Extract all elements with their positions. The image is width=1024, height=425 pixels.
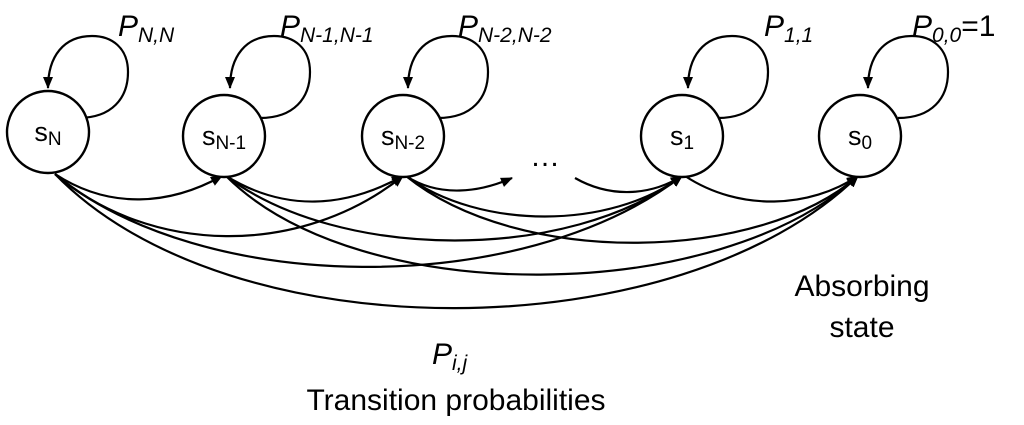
- svg-text:s0: s0: [848, 121, 872, 154]
- self-loop-s0: [863, 34, 950, 120]
- label-p-N2N2: PN-2,N-2: [458, 10, 552, 47]
- label-p-11-base: P: [764, 10, 784, 43]
- node-sN-base: s: [34, 117, 48, 147]
- arc-sN-to-sN2: [54, 173, 404, 238]
- node-s0-base: s: [848, 121, 862, 151]
- label-p-N1N1-base: P: [280, 10, 300, 43]
- label-p-00: P0,0=1: [912, 10, 995, 47]
- label-p-ij: Pi,j: [432, 338, 469, 375]
- self-loop-sN2: [403, 34, 490, 120]
- node-sN-1: sN-1: [181, 93, 267, 179]
- arc-sN-to-s1: [54, 173, 683, 268]
- label-p-ij-sub: i,j: [452, 352, 469, 375]
- arc-s1-to-s0: [684, 175, 859, 203]
- label-p-N2N2-sub: N-2,N-2: [478, 24, 552, 47]
- self-loop-s1: [683, 34, 770, 120]
- svg-text:s1: s1: [670, 121, 694, 154]
- arc-sN2-to-s0: [405, 175, 859, 244]
- node-s1: s1: [639, 93, 725, 179]
- label-p-00-base: P: [912, 10, 932, 43]
- absorbing-caption-line2: state: [829, 311, 894, 344]
- self-loop-sN1: [225, 34, 312, 120]
- transition-arcs: [54, 173, 859, 310]
- self-loops: [43, 34, 950, 120]
- arc-sN-to-s0: [54, 173, 859, 310]
- arc-dots-to-s1: [574, 175, 683, 194]
- node-s1-sub: 1: [683, 133, 694, 154]
- label-p-00-suffix: =1: [961, 10, 995, 43]
- label-p-00-sub: 0,0: [932, 24, 962, 47]
- arc-sN2-to-s1: [405, 175, 683, 218]
- arc-sN-to-sN1: [54, 173, 223, 201]
- label-p-ij-base: P: [432, 338, 452, 371]
- arc-sN2-to-dots: [405, 175, 513, 192]
- node-sN1-sub: N-1: [215, 133, 246, 154]
- node-sN: sN: [5, 89, 91, 175]
- label-p-NN: PN,N: [118, 10, 175, 47]
- label-p-11: P1,1: [764, 10, 813, 47]
- label-p-N2N2-base: P: [458, 10, 478, 43]
- node-s1-base: s: [670, 121, 684, 151]
- label-p-N1N1: PN-1,N-1: [280, 10, 374, 47]
- node-s0-sub: 0: [861, 133, 872, 154]
- node-sN2-base: s: [381, 121, 395, 151]
- label-p-11-sub: 1,1: [784, 24, 813, 47]
- node-s0: s0: [817, 93, 903, 179]
- label-p-NN-sub: N,N: [138, 24, 175, 47]
- svg-text:sN-1: sN-1: [202, 121, 246, 154]
- node-sN1-base: s: [202, 121, 216, 151]
- node-sN2-sub: N-2: [394, 133, 425, 154]
- ellipsis: …: [530, 140, 560, 173]
- node-sN-sub: N: [48, 129, 62, 150]
- svg-text:sN-2: sN-2: [381, 121, 425, 154]
- self-loop-sN: [43, 34, 130, 120]
- arc-sN1-to-s1: [225, 175, 683, 242]
- node-sN-2: sN-2: [360, 93, 446, 179]
- arc-sN1-to-s0: [225, 175, 859, 276]
- arc-sN1-to-sN2: [225, 175, 404, 203]
- svg-text:sN: sN: [34, 117, 61, 150]
- label-p-N1N1-sub: N-1,N-1: [300, 24, 374, 47]
- transition-caption: Transition probabilities: [306, 384, 605, 417]
- label-p-NN-base: P: [118, 10, 138, 43]
- absorbing-caption-line1: Absorbing: [794, 270, 929, 303]
